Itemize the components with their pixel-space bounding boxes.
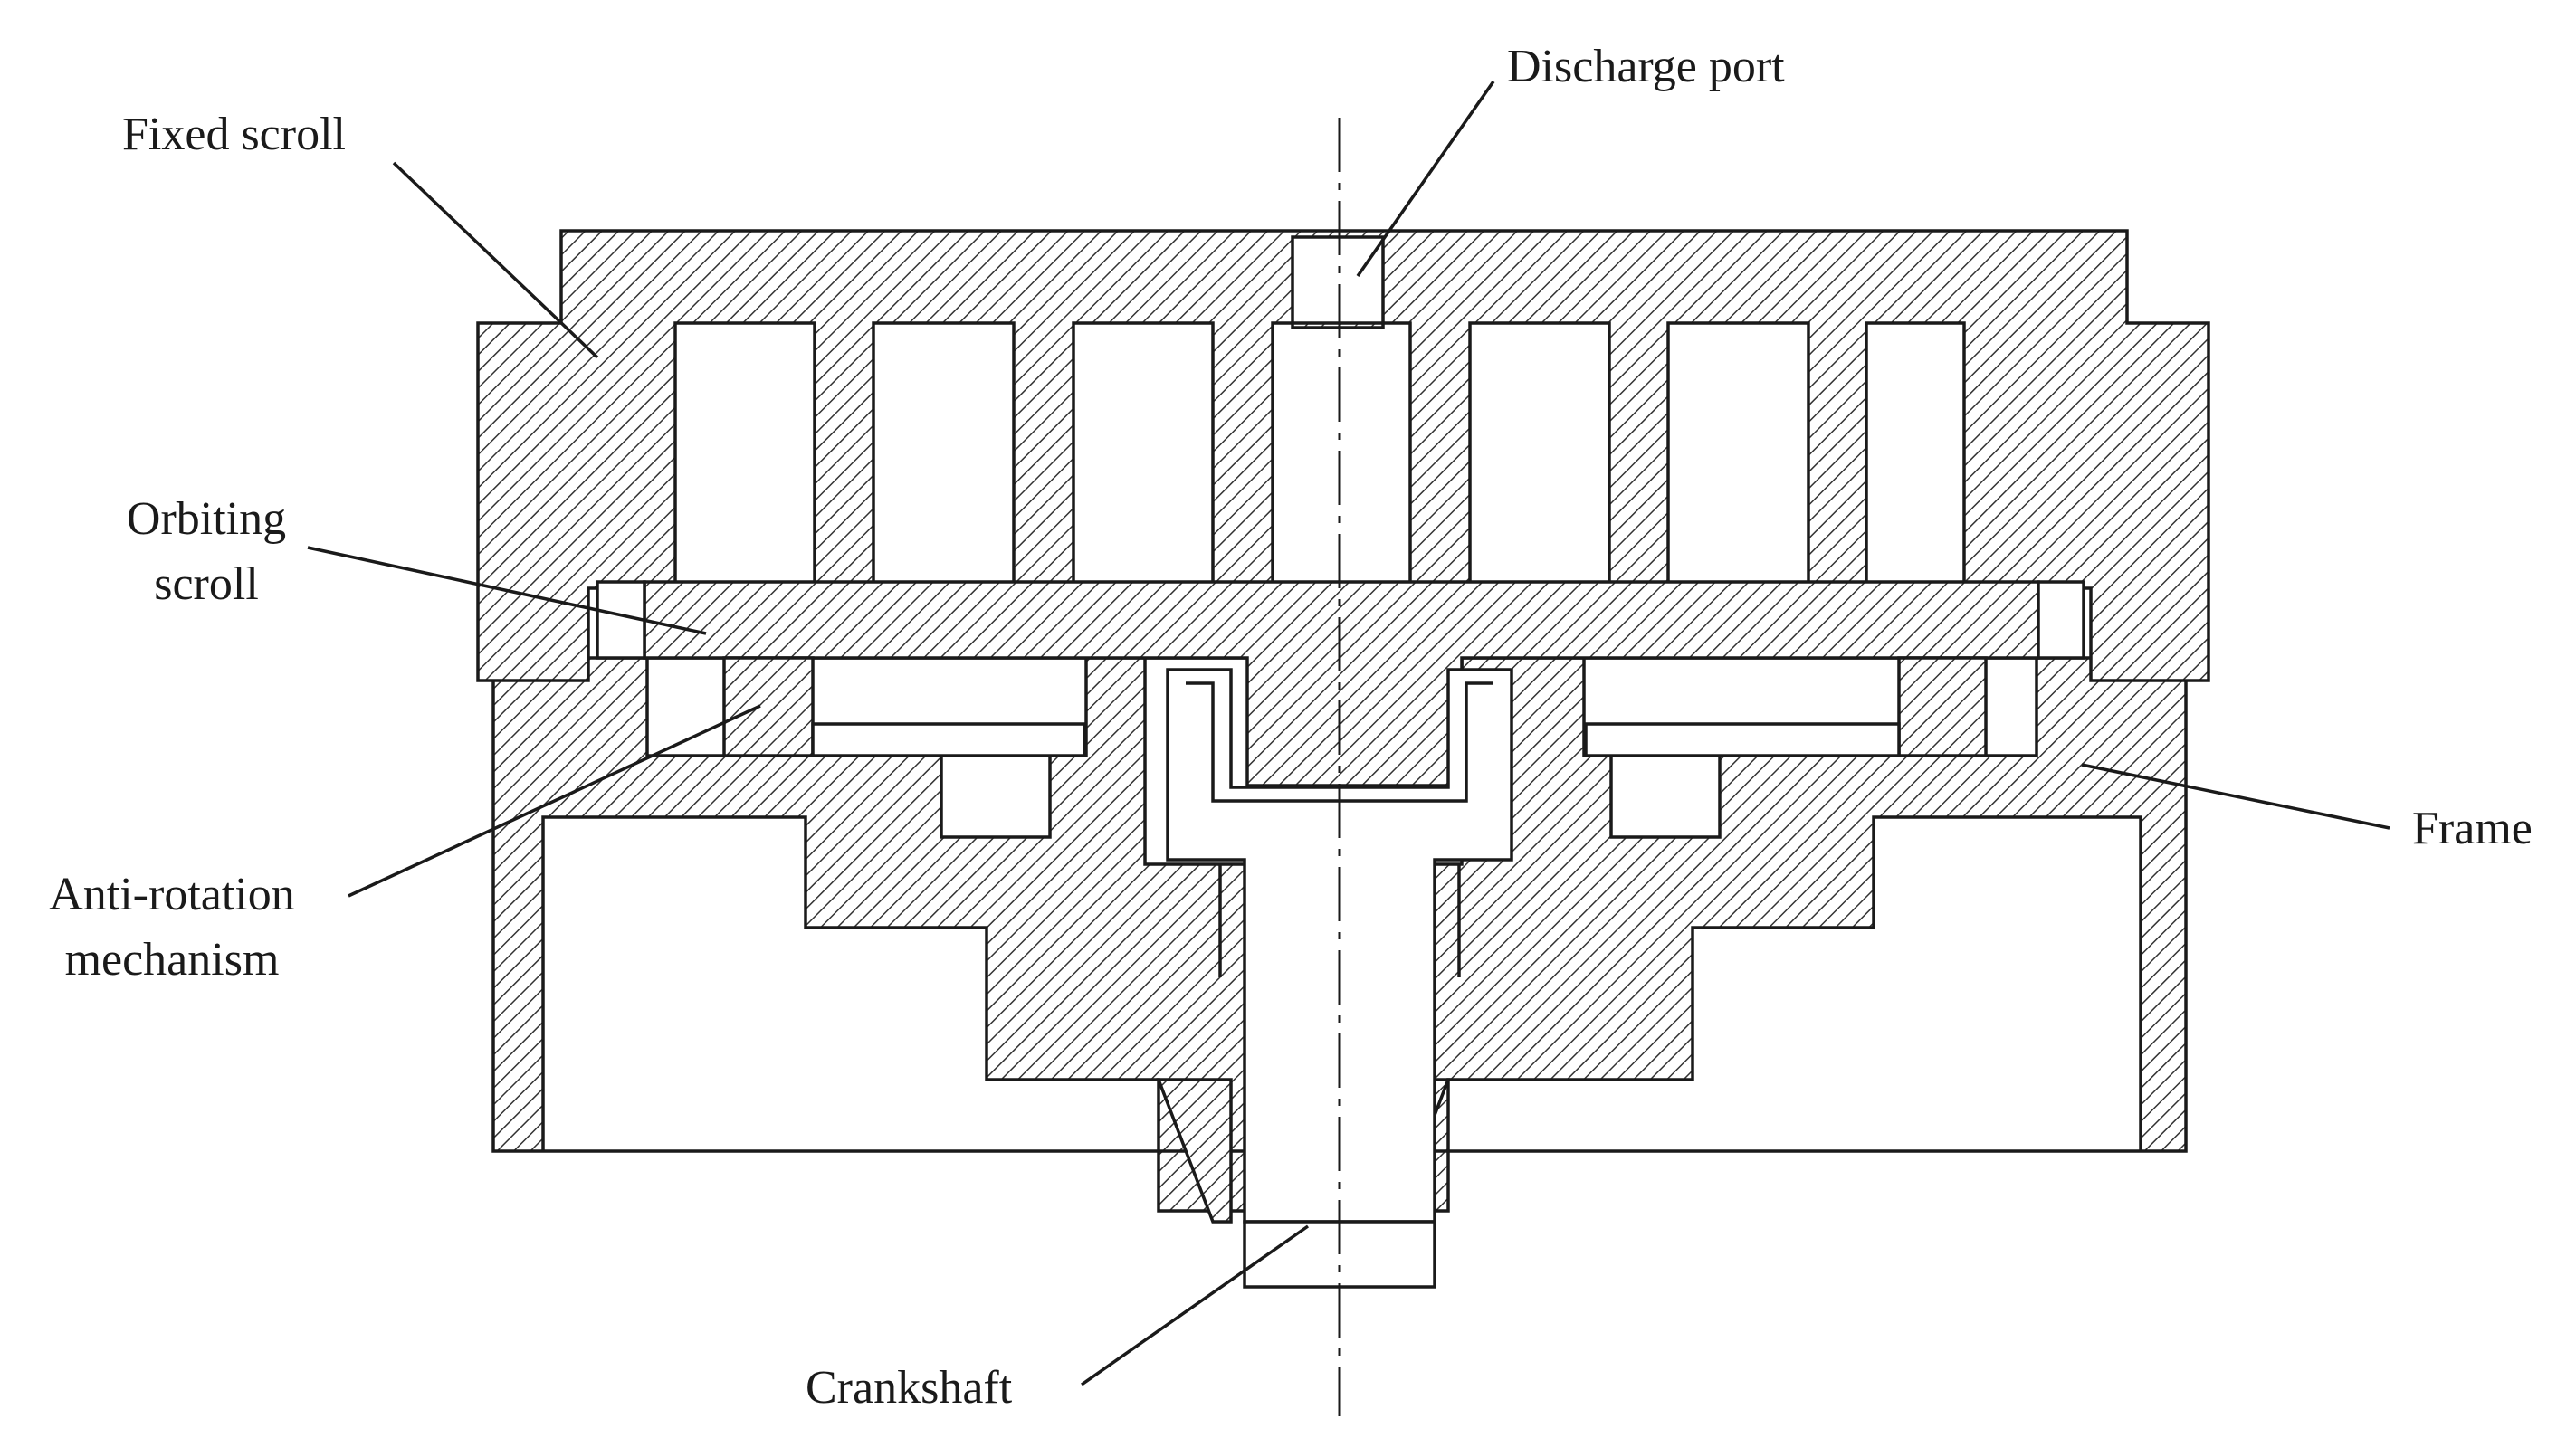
orbiting-scroll-gap-right bbox=[2037, 580, 2085, 660]
leader-discharge-port bbox=[1356, 80, 1495, 278]
leader-crankshaft bbox=[1080, 1224, 1310, 1386]
anti-rotation-slot-left bbox=[811, 722, 1086, 757]
anti-rotation-slot-right bbox=[1584, 722, 1901, 757]
label-anti-line1: Anti-rotation bbox=[49, 869, 295, 920]
frame-shaft-boss bbox=[1156, 1078, 1233, 1224]
anti-rotation-key-right bbox=[1897, 656, 1988, 757]
leader-frame bbox=[2081, 763, 2390, 830]
crankshaft bbox=[1166, 668, 1513, 1224]
label-anti-line2: mechanism bbox=[65, 934, 280, 986]
label-frame: Frame bbox=[2412, 803, 2533, 854]
label-crankshaft: Crankshaft bbox=[806, 1362, 1013, 1414]
label-orbiting-line2: scroll bbox=[154, 558, 259, 610]
label-discharge-port: Discharge port bbox=[1507, 41, 1785, 92]
label-fixed-scroll: Fixed scroll bbox=[122, 109, 346, 160]
leader-fixed-scroll bbox=[392, 161, 599, 359]
anti-rotation-key-left bbox=[722, 656, 815, 757]
leader-orbiting-scroll bbox=[307, 546, 707, 635]
label-orbiting-line1: Orbiting bbox=[127, 493, 286, 545]
leader-anti-rotation bbox=[348, 704, 761, 898]
